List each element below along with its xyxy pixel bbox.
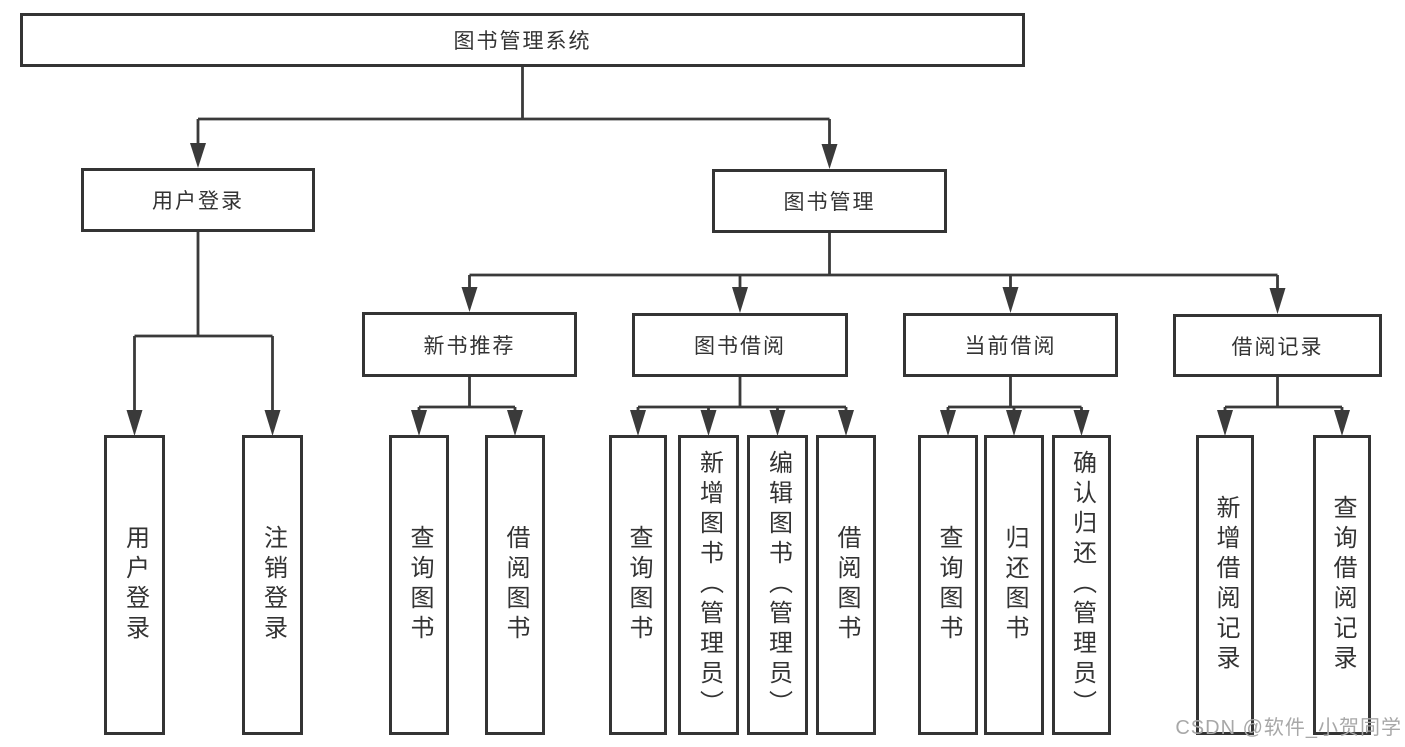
node-box-borrow-records: 借阅记录	[1173, 314, 1382, 377]
node-label-book-borrow: 图书借阅	[694, 335, 786, 358]
leaf-box-user-login: 用户登录	[104, 435, 165, 735]
leaf-box-borrow-borrow-books: 借阅图书	[816, 435, 876, 735]
connector-borrow-to-leaves	[630, 377, 854, 436]
leaf-box-current-confirm-return-admin: 确认归还（管理员）	[1052, 435, 1111, 735]
leaf-box-recommend-borrow-books: 借阅图书	[485, 435, 545, 735]
leaf-label-recommend-query-books: 查询图书	[406, 525, 433, 645]
arrow-down-icon	[264, 410, 281, 436]
arrow-down-icon	[461, 287, 478, 312]
connector-recommend-to-leaves	[411, 377, 523, 436]
connector-records-to-leaves	[1217, 377, 1350, 436]
connector-root-to-level2	[190, 67, 838, 169]
leaf-label-records-query-borrow-record: 查询借阅记录	[1329, 495, 1356, 675]
leaf-label-records-add-borrow-record: 新增借阅记录	[1212, 495, 1239, 675]
arrow-down-icon	[1073, 410, 1090, 436]
leaf-label-borrow-edit-books-admin: 编辑图书（管理员）	[764, 450, 792, 720]
node-box-current-borrow: 当前借阅	[903, 313, 1118, 377]
node-box-book-management: 图书管理	[712, 169, 947, 233]
node-box-new-book-recommend: 新书推荐	[362, 312, 577, 377]
arrow-down-icon	[732, 287, 748, 313]
connector-user-login-to-leaves	[126, 232, 281, 436]
leaf-box-borrow-add-books-admin: 新增图书（管理员）	[678, 435, 739, 735]
arrow-down-icon	[769, 410, 786, 436]
leaf-label-current-query-books: 查询图书	[935, 525, 962, 645]
arrow-down-icon	[190, 143, 206, 168]
leaf-box-current-query-books: 查询图书	[918, 435, 978, 735]
leaf-label-borrow-borrow-books: 借阅图书	[833, 525, 860, 645]
arrow-down-icon	[1217, 410, 1233, 436]
arrow-down-icon	[700, 410, 717, 436]
leaf-label-user-login: 用户登录	[121, 525, 149, 645]
node-label-root: 图书管理系统	[453, 30, 592, 53]
arrow-down-icon	[940, 410, 956, 436]
node-label-current-borrow: 当前借阅	[964, 335, 1057, 358]
leaf-label-current-return-books: 归还图书	[1001, 525, 1028, 645]
leaf-label-logout: 注销登录	[259, 525, 287, 645]
leaf-box-borrow-edit-books-admin: 编辑图书（管理员）	[747, 435, 808, 735]
arrow-down-icon	[507, 410, 523, 436]
connector-current-to-leaves	[940, 377, 1090, 436]
node-label-book-management: 图书管理	[783, 191, 876, 214]
leaf-box-records-query-borrow-record: 查询借阅记录	[1313, 435, 1371, 735]
node-box-root: 图书管理系统	[20, 13, 1025, 67]
arrow-down-icon	[1334, 410, 1350, 436]
leaf-label-recommend-borrow-books: 借阅图书	[502, 525, 529, 645]
arrow-down-icon	[1002, 287, 1019, 313]
node-box-user-login: 用户登录	[81, 168, 315, 232]
leaf-label-borrow-add-books-admin: 新增图书（管理员）	[695, 450, 723, 720]
leaf-label-borrow-query-books: 查询图书	[625, 525, 652, 645]
leaf-box-logout: 注销登录	[242, 435, 303, 735]
watermark: CSDN @软件_小贺同学	[1175, 717, 1402, 739]
leaf-box-recommend-query-books: 查询图书	[389, 435, 449, 735]
node-label-new-book-recommend: 新书推荐	[423, 334, 516, 358]
leaf-box-borrow-query-books: 查询图书	[609, 435, 667, 735]
connector-management-to-level3	[461, 233, 1286, 314]
arrow-down-icon	[821, 144, 838, 169]
arrow-down-icon	[126, 410, 143, 436]
arrow-down-icon	[1006, 410, 1022, 436]
leaf-box-current-return-books: 归还图书	[984, 435, 1044, 735]
node-label-borrow-records: 借阅记录	[1231, 335, 1324, 359]
arrow-down-icon	[838, 410, 854, 436]
node-label-user-login: 用户登录	[152, 190, 244, 213]
arrow-down-icon	[1269, 288, 1286, 314]
leaf-label-current-confirm-return-admin: 确认归还（管理员）	[1068, 450, 1096, 720]
leaf-box-records-add-borrow-record: 新增借阅记录	[1196, 435, 1254, 735]
node-box-book-borrow: 图书借阅	[632, 313, 848, 377]
arrow-down-icon	[411, 410, 427, 436]
arrow-down-icon	[630, 410, 646, 436]
